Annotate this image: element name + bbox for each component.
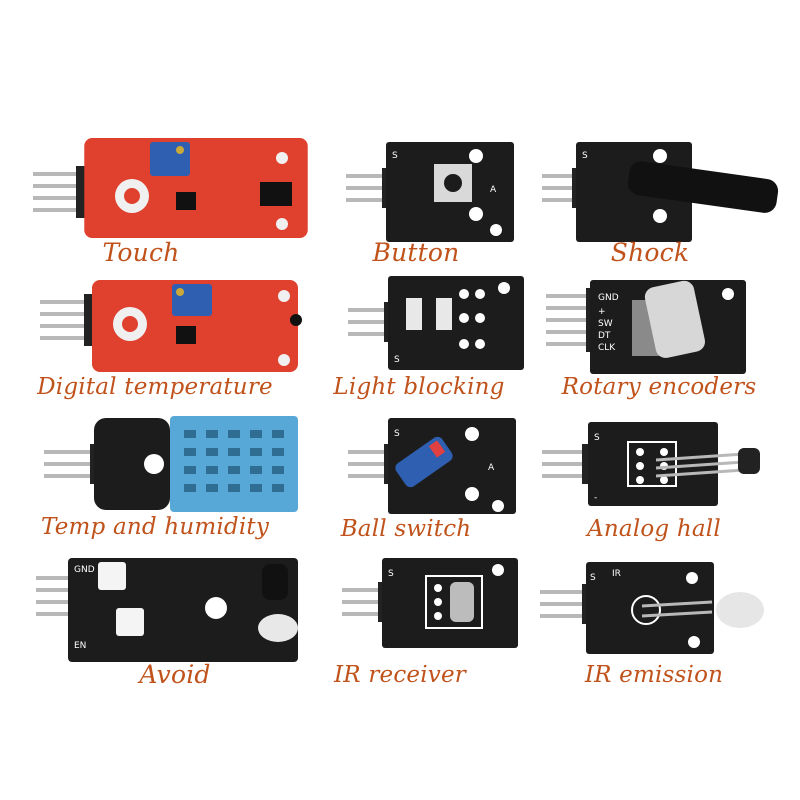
- touch-board-image: [33, 138, 308, 238]
- caption-avoid: Avoid: [139, 660, 211, 689]
- module-rotary-encoders: GND + SW DT CLK Rotary encoders: [532, 270, 798, 470]
- module-analog-hall: S - Analog hall: [532, 410, 798, 610]
- shock-board-image: S: [542, 142, 779, 242]
- caption-temp-and-humidity: Temp and humidity: [40, 514, 270, 540]
- caption-ir-receiver: IR receiver: [334, 662, 466, 688]
- svg-text:GND: GND: [598, 293, 619, 303]
- caption-ir-emission: IR emission: [584, 662, 724, 688]
- ir-emission-board-image: S IR: [540, 562, 764, 654]
- module-button: S A Button: [266, 120, 532, 320]
- temp-and-humidity-board-image: [44, 416, 298, 512]
- svg-text:A: A: [490, 185, 497, 195]
- svg-text:DT: DT: [598, 331, 611, 341]
- caption-ball-switch: Ball switch: [340, 516, 472, 542]
- module-shock: S Shock: [532, 120, 798, 320]
- module-ir-emission: S IR IR emission: [532, 550, 798, 750]
- light-blocking-board-image: S: [348, 276, 524, 370]
- module-touch: Touch: [0, 120, 308, 320]
- svg-text:S: S: [590, 573, 596, 583]
- module-temp-and-humidity: Temp and humidity: [0, 410, 298, 610]
- digital-temperature-board-image: [40, 280, 302, 372]
- caption-rotary-encoders: Rotary encoders: [561, 374, 757, 400]
- caption-shock: Shock: [610, 238, 690, 267]
- svg-text:+: +: [598, 307, 606, 317]
- caption-digital-temperature: Digital temperature: [37, 374, 273, 400]
- svg-text:IR: IR: [612, 569, 621, 579]
- avoid-board-image: GND EN: [36, 558, 298, 662]
- svg-text:-: -: [594, 493, 597, 503]
- svg-text:S: S: [394, 355, 400, 365]
- module-digital-temperature: Digital temperature: [0, 270, 302, 470]
- module-avoid: GND EN Avoid: [0, 550, 298, 750]
- svg-text:S: S: [394, 429, 400, 439]
- svg-text:S: S: [392, 151, 398, 161]
- svg-text:S: S: [594, 433, 600, 443]
- svg-text:S: S: [582, 151, 588, 161]
- svg-text:EN: EN: [74, 641, 86, 651]
- ir-receiver-board-image: S: [342, 558, 518, 648]
- caption-light-blocking: Light blocking: [333, 374, 505, 400]
- button-board-image: S A: [346, 142, 514, 242]
- module-ball-switch: S A Ball switch: [266, 410, 532, 610]
- caption-button: Button: [372, 238, 460, 267]
- svg-text:GND: GND: [74, 565, 95, 575]
- svg-text:SW: SW: [598, 319, 613, 329]
- analog-hall-board-image: S -: [542, 422, 760, 506]
- svg-text:CLK: CLK: [598, 343, 616, 353]
- caption-touch: Touch: [102, 238, 180, 267]
- svg-text:S: S: [388, 569, 394, 579]
- module-ir-receiver: S IR receiver: [266, 550, 532, 750]
- svg-text:A: A: [488, 463, 495, 473]
- module-light-blocking: S Light blocking: [266, 270, 532, 470]
- ball-switch-board-image: S A: [348, 418, 516, 514]
- caption-analog-hall: Analog hall: [587, 516, 721, 542]
- rotary-encoders-board-image: GND + SW DT CLK: [546, 280, 746, 374]
